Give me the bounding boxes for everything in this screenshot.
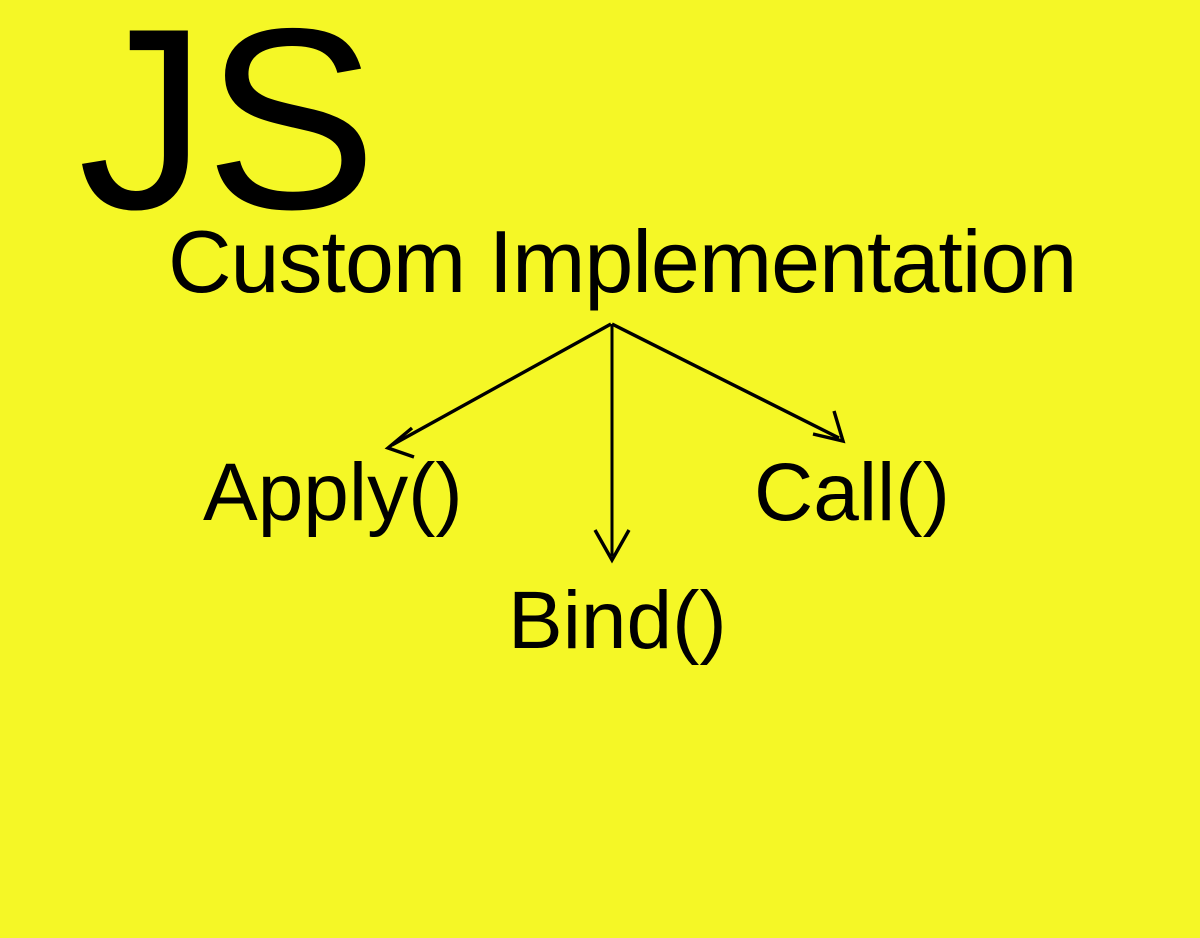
node-label-bind: Bind() bbox=[508, 575, 727, 666]
node-label-apply: Apply() bbox=[203, 447, 463, 538]
node-label-call: Call() bbox=[754, 447, 950, 538]
page-subtitle: Custom Implementation bbox=[168, 212, 1077, 311]
arrow-to-bind bbox=[593, 324, 631, 564]
arrow-to-call bbox=[611, 322, 846, 444]
arrow-to-apply bbox=[384, 322, 612, 459]
page-title: JS bbox=[78, 0, 377, 263]
